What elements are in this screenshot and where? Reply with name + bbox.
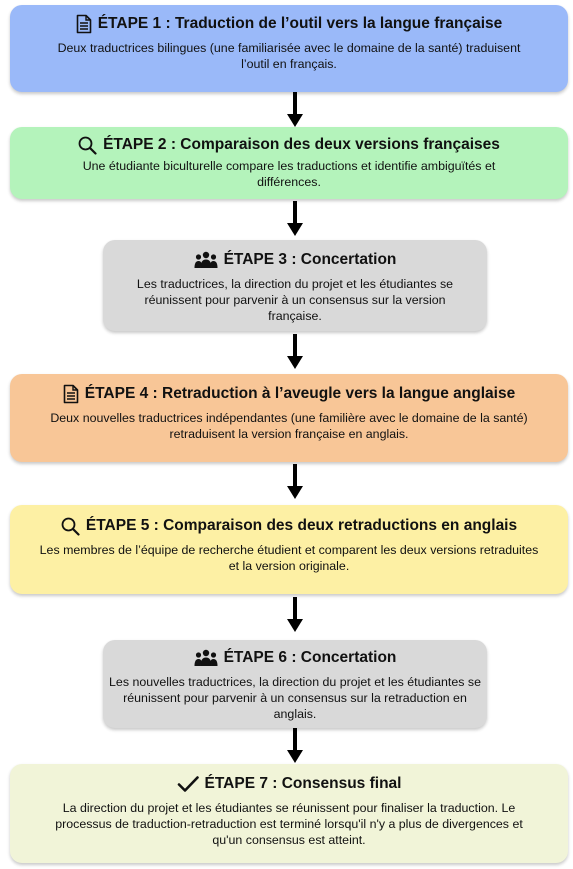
arrow-down-icon (287, 334, 303, 369)
step-4-box: ÉTAPE 4 : Retraduction à l’aveugle vers … (10, 374, 568, 462)
step-4-description: Deux nouvelles traductrices indépendante… (50, 411, 528, 441)
document-icon (76, 14, 92, 34)
arrow-down-icon (287, 92, 303, 127)
step-5-box: ÉTAPE 5 : Comparaison des deux retraduct… (10, 505, 568, 594)
document-icon (63, 384, 79, 404)
step-4-title: ÉTAPE 4 : Retraduction à l’aveugle vers … (84, 385, 516, 402)
step-2-title: ÉTAPE 2 : Comparaison des deux versions … (103, 136, 500, 153)
step-2-box: ÉTAPE 2 : Comparaison des deux versions … (10, 127, 568, 199)
arrow-down-icon (287, 728, 303, 763)
step-6-title: ÉTAPE 6 : Concertation (223, 649, 397, 666)
arrow-down-icon (287, 597, 303, 632)
step-3-description: Les traductrices, la direction du projet… (136, 277, 454, 323)
magnifier-icon (61, 517, 80, 536)
step-5-title: ÉTAPE 5 : Comparaison des deux retraduct… (85, 517, 518, 534)
step-3-box: ÉTAPE 3 : Concertation Les traductrices,… (103, 240, 487, 331)
magnifier-icon (78, 136, 97, 155)
checkmark-icon (177, 775, 199, 793)
step-6-box: ÉTAPE 6 : Concertation Les nouvelles tra… (103, 640, 487, 728)
step-2-description: Une étudiante biculturelle compare les t… (82, 159, 496, 189)
group-icon (194, 649, 218, 667)
arrow-down-icon (287, 464, 303, 499)
step-7-description: La direction du projet et les étudiantes… (55, 801, 523, 847)
step-1-box: ÉTAPE 1 : Traduction de l’outil vers la … (10, 5, 568, 92)
step-7-box: ÉTAPE 7 : Consensus final La direction d… (10, 764, 568, 863)
step-6-description: Les nouvelles traductrices, la direction… (109, 675, 481, 721)
step-1-description: Deux traductrices bilingues (une familia… (57, 41, 521, 71)
step-1-title: ÉTAPE 1 : Traduction de l’outil vers la … (97, 15, 503, 32)
step-3-title: ÉTAPE 3 : Concertation (223, 251, 397, 268)
arrow-down-icon (287, 201, 303, 236)
group-icon (194, 251, 218, 269)
step-7-title: ÉTAPE 7 : Consensus final (204, 775, 402, 792)
step-5-description: Les membres de l’équipe de recherche étu… (39, 543, 539, 573)
